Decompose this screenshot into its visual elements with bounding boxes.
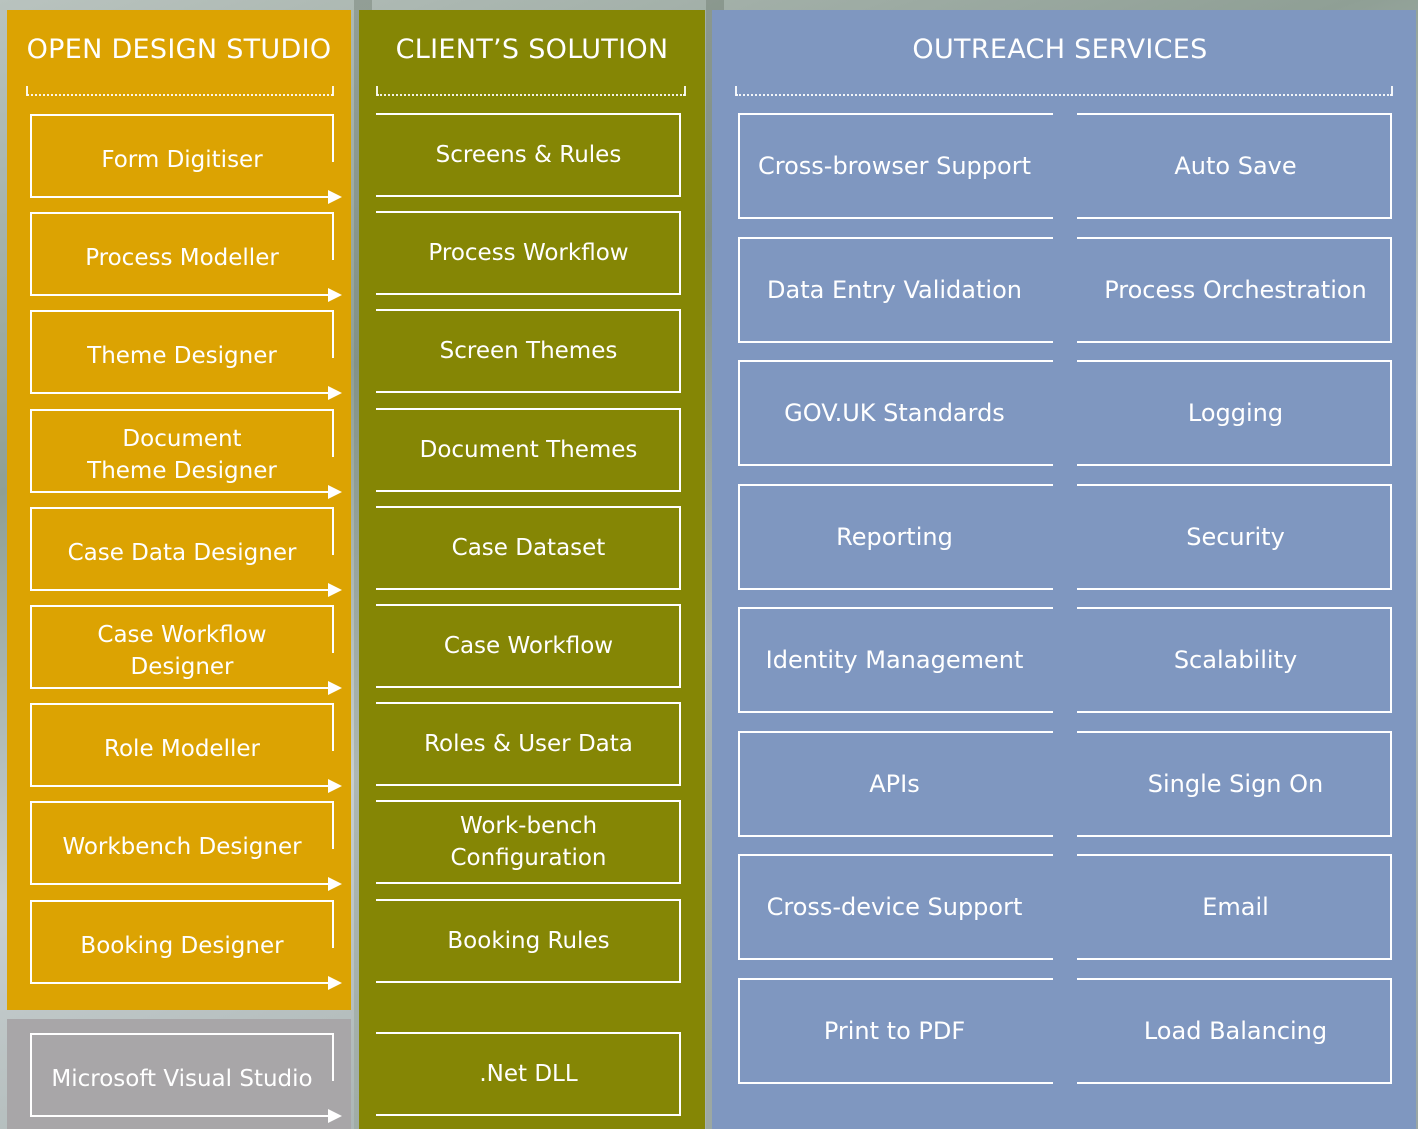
arrow-right-icon [328,582,342,597]
outreach-service-label: Auto Save [1174,152,1297,180]
outreach-service-box: Auto Save [1077,113,1392,219]
client-solution-box: Screen Themes [376,309,681,394]
studio-tool-label: Document Theme Designer [87,425,277,484]
studio-tool-label: Process Modeller [85,245,279,272]
studio-tool-label: Workbench Designer [62,834,302,861]
client-solution-box: Roles & User Data [376,702,681,787]
outreach-service-box: GOV.UK Standards [738,360,1053,466]
outreach-service-label: Load Balancing [1143,1016,1328,1045]
studio-tool-box: Booking Designer [30,899,342,990]
client-solution-box: Document Themes [376,407,681,492]
title-divider [376,84,686,96]
microsoft-visual-studio-panel: Microsoft Visual Studio [7,1019,351,1129]
outreach-service-label: Cross-browser Support [758,152,1031,180]
outreach-service-label: Security [1186,522,1285,551]
microsoft-visual-studio-label: Microsoft Visual Studio [51,1066,313,1092]
client-solution-box: Case Workflow [376,604,681,688]
arrow-right-icon [328,877,342,892]
outreach-service-box: Cross-device Support [738,854,1053,960]
studio-tool-label: Booking Designer [80,932,284,959]
client-solution-box: Screens & Rules [376,113,681,197]
studio-tool-box: Theme Designer [30,310,342,401]
outreach-service-box: Load Balancing [1077,977,1392,1084]
studio-tool-box: Role Modeller [30,703,342,794]
studio-tool-box: Case Workflow Designer [30,605,342,695]
outreach-services-title: OUTREACH SERVICES [912,34,1208,65]
arrow-right-icon [328,386,342,401]
net-dll-box: .Net DLL [376,1032,681,1116]
studio-tool-box: Process Modeller [30,212,342,303]
arrow-right-icon [328,1109,342,1123]
client-solution-label: Booking Rules [447,927,610,954]
client-solution-label: Work-bench Configuration [450,813,607,872]
client-solution-box: Process Workflow [376,211,681,296]
arrow-right-icon [328,484,342,499]
client-solution-label: Document Themes [419,436,638,463]
client-solution-box: Case Dataset [376,505,681,590]
outreach-service-label: Identity Management [765,646,1024,674]
outreach-service-label: Cross-device Support [766,893,1023,921]
studio-tool-label: Theme Designer [87,343,277,370]
client-solution-label: Roles & User Data [424,731,633,758]
outreach-service-box: APIs [738,730,1053,837]
outreach-service-label: Scalability [1173,646,1298,674]
arrow-right-icon [328,288,342,303]
outreach-service-label: Process Orchestration [1104,275,1367,304]
arrow-right-icon [328,975,342,990]
outreach-service-box: Print to PDF [738,977,1053,1084]
studio-tool-box: Form Digitiser [30,114,342,204]
studio-tool-box: Case Data Designer [30,506,342,597]
outreach-service-box: Email [1077,854,1392,960]
client-solution-label: Screen Themes [439,338,618,365]
outreach-service-box: Scalability [1077,607,1392,713]
outreach-service-box: Data Entry Validation [738,236,1053,343]
outreach-service-box: Security [1077,483,1392,590]
outreach-service-box: Process Orchestration [1077,236,1392,343]
studio-tool-box: Document Theme Designer [30,408,342,499]
outreach-service-box: Single Sign On [1077,730,1392,837]
outreach-service-label: Reporting [836,522,953,551]
client-solution-box: Work-bench Configuration [376,800,681,885]
arrow-right-icon [328,190,342,204]
title-divider [735,84,1393,96]
client-solution-label: Case Workflow [443,633,614,659]
client-solution-label: Screens & Rules [435,142,622,168]
studio-tool-label: Case Data Designer [67,539,297,566]
outreach-service-box: Cross-browser Support [738,113,1053,219]
outreach-service-box: Logging [1077,360,1392,466]
studio-tool-label: Role Modeller [104,736,260,763]
outreach-service-label: GOV.UK Standards [784,399,1005,427]
studio-tool-label: Case Workflow Designer [97,622,267,680]
arrow-right-icon [328,681,342,695]
outreach-service-label: Logging [1187,399,1284,427]
outreach-service-box: Reporting [738,483,1053,590]
client-solution-label: Case Dataset [451,534,606,561]
studio-tool-label: Form Digitiser [101,147,263,173]
clients-solution-title: CLIENT’S SOLUTION [395,34,669,65]
client-solution-label: Process Workflow [428,240,629,267]
outreach-service-label: Print to PDF [823,1016,966,1045]
arrow-right-icon [328,779,342,794]
outreach-service-box: Identity Management [738,607,1053,713]
outreach-service-label: Email [1202,893,1269,921]
net-dll-label: .Net DLL [479,1061,578,1087]
open-design-studio-title: OPEN DESIGN STUDIO [26,34,332,65]
outreach-service-label: Data Entry Validation [767,275,1022,304]
client-solution-box: Booking Rules [376,898,681,983]
studio-tool-box: Workbench Designer [30,801,342,892]
outreach-service-label: Single Sign On [1147,769,1324,798]
microsoft-visual-studio-box: Microsoft Visual Studio [30,1033,342,1123]
outreach-service-label: APIs [869,769,920,798]
title-divider [26,84,334,96]
